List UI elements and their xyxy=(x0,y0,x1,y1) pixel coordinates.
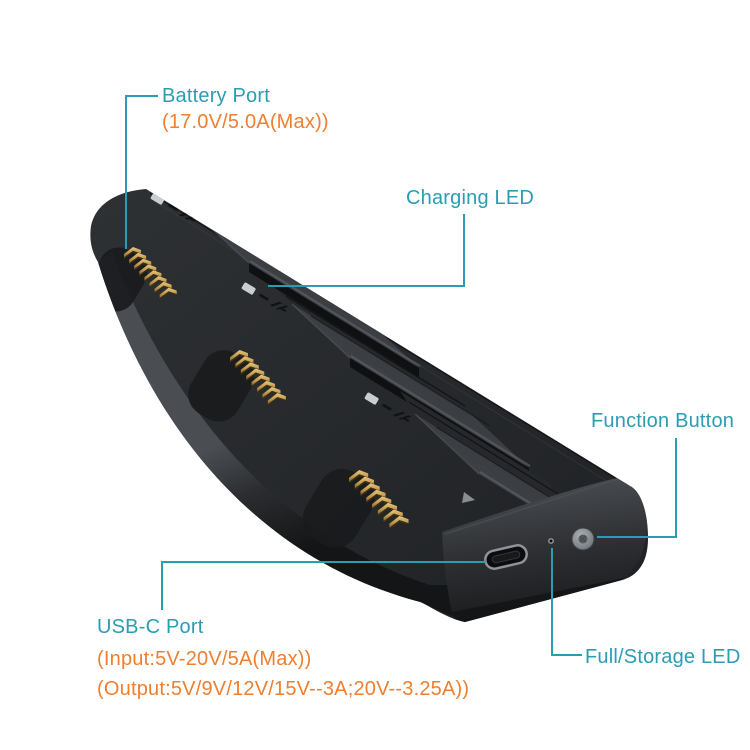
usb-c-port xyxy=(484,544,528,570)
charging-hub-body xyxy=(90,189,649,622)
function-button-label: Function Button xyxy=(591,410,735,432)
full-storage-led-indicator xyxy=(548,538,554,544)
battery-port-spec: (17.0V/5.0A(Max)) xyxy=(162,111,329,133)
battery-port-label: Battery Port xyxy=(162,85,270,107)
function-button xyxy=(571,527,595,551)
charging-led-callout-line xyxy=(268,214,465,287)
usb-c-port-label: USB-C Port xyxy=(97,616,204,638)
usb-c-input-spec: (Input:5V-20V/5A(Max)) xyxy=(97,648,312,670)
full-storage-led-label: Full/Storage LED xyxy=(585,646,741,668)
hub-side-face xyxy=(98,252,465,622)
usb-c-callout-line xyxy=(161,561,486,610)
battery-port-callout-line xyxy=(125,95,158,249)
usb-c-output-spec: (Output:5V/9V/12V/15V--3A;20V--3.25A)) xyxy=(97,678,470,700)
charging-led-label: Charging LED xyxy=(406,187,535,209)
function-button-callout-line xyxy=(597,438,677,538)
callout-lines xyxy=(125,95,677,656)
full-storage-led-callout-line xyxy=(551,548,582,656)
